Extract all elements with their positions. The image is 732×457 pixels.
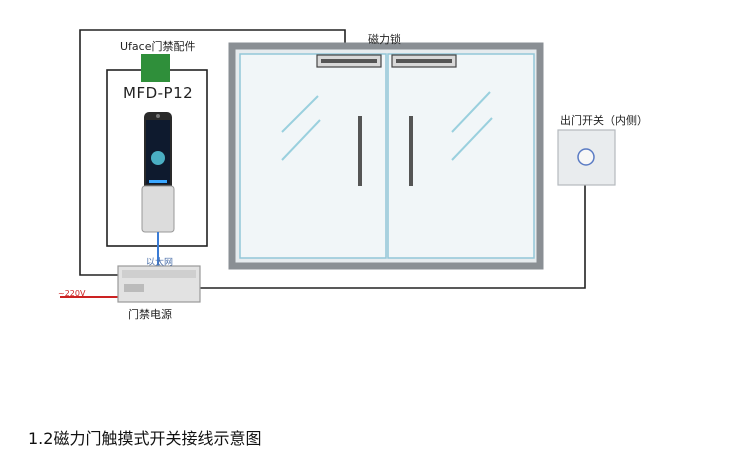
network-label: 以太网 [146, 258, 174, 268]
device-model-label: MFD-P12 [123, 84, 194, 102]
door-handle-left [358, 116, 362, 186]
uface-accessory-label: Uface门禁配件 [120, 40, 196, 53]
door-left-pane [239, 53, 387, 259]
exit-switch-button [577, 148, 595, 166]
exit-switch-label: 出门开关（内侧） [560, 114, 648, 127]
uface-accessory-module [141, 54, 170, 82]
magnetic-lock-label: 磁力锁 [368, 33, 401, 46]
wire-exit-switch [200, 185, 586, 289]
power-supply-label: 门禁电源 [128, 308, 172, 321]
door-handle-right [409, 116, 413, 186]
voltage-label: ~220V [58, 289, 86, 298]
wire-outer [79, 29, 346, 276]
diagram-caption: 1.2磁力门触摸式开关接线示意图 [28, 429, 262, 448]
